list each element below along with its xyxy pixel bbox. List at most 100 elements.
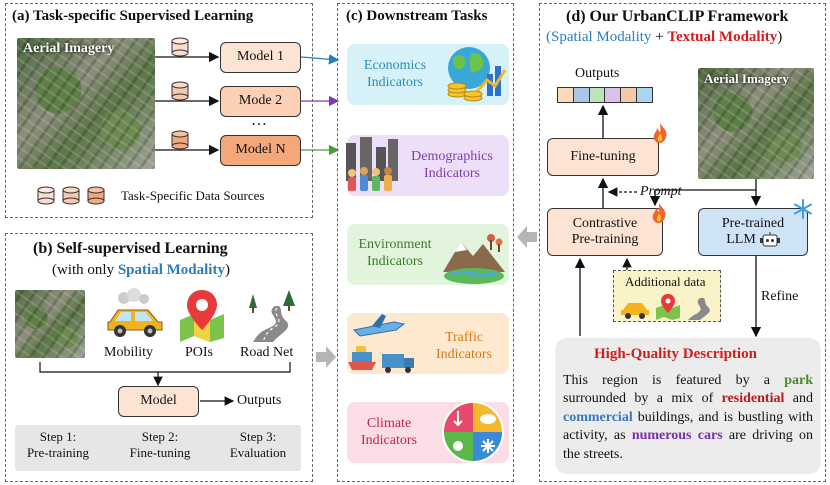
panel-a-aerial-label: Aerial Imagery: [23, 41, 115, 56]
economy-globe-icon: [447, 47, 507, 102]
source-roadnet-label: Road Net: [240, 345, 294, 360]
models-ellipsis: …: [251, 112, 267, 129]
additional-data-label: Additional data: [625, 274, 706, 289]
panel-b-subtitle-prefix: (with only: [52, 262, 118, 278]
source-mobility-label: Mobility: [104, 345, 154, 360]
panel-d-outputs-label: Outputs: [575, 66, 620, 81]
prompt-label: Prompt: [640, 184, 682, 199]
snowflake-icon: [793, 199, 813, 224]
model-n-label: Model N: [235, 142, 286, 158]
desc-word-cars: numerous cars: [631, 428, 723, 444]
panel-d-subtitle: (Spatial Modality + Textual Modality): [546, 29, 782, 46]
step-2-number: Step 2:: [141, 429, 179, 444]
task-economics-line2: Indicators: [367, 74, 423, 90]
arrow-d-to-c: [517, 226, 537, 248]
step-2-label: Fine-tuning: [129, 444, 191, 460]
panel-b-subtitle-suffix: ): [224, 262, 230, 278]
mountain-icon: [443, 234, 505, 284]
description-title: High-Quality Description: [594, 346, 757, 362]
panel-a: [5, 3, 313, 218]
task-climate-line1: Climate: [366, 416, 412, 431]
panel-b-outputs-label: Outputs: [237, 393, 282, 408]
panel-b: [5, 233, 313, 482]
contrastive-line1: Contrastive: [572, 215, 638, 231]
transport-icon: [348, 314, 414, 373]
step-3: Step 3: Evaluation: [218, 429, 298, 460]
desc-word-park: park: [784, 373, 813, 388]
output-cell-1: [558, 88, 574, 102]
model-n-box: Model N: [220, 135, 301, 166]
llm-line1: Pre-trained: [721, 215, 785, 231]
panel-a-title: (a) Task-specific Supervised Learning: [12, 8, 254, 24]
description-box: [555, 338, 821, 474]
fine-tuning-label: Fine-tuning: [570, 148, 636, 164]
arrow-aerial-to-pretrain: [649, 179, 757, 207]
output-cell-6: [637, 88, 652, 102]
panel-d: [539, 3, 826, 482]
task-environment-line2: Indicators: [367, 253, 423, 269]
legend-cylinder-3: [87, 186, 105, 205]
legend-cylinder-2: [62, 186, 80, 205]
task-environment-line1: Environment: [358, 237, 432, 252]
map-pin-icon: [180, 290, 224, 342]
task-climate-line2: Indicators: [361, 432, 417, 448]
road-icon: [249, 290, 295, 342]
pretrained-llm-box: Pre-trained LLM: [698, 208, 808, 256]
panel-b-model-label: Model: [140, 393, 177, 409]
contrastive-line2: Pre-training: [571, 232, 639, 247]
desc-text-2: surrounded by a mix of: [563, 391, 722, 407]
panel-b-subtitle: (with only Spatial Modality): [52, 262, 230, 279]
step-1: Step 1: Pre-training: [16, 429, 100, 460]
task-demographics-label: Demographics Indicators: [398, 149, 506, 183]
data-source-cylinder-1: [171, 37, 189, 57]
llm-line2-wrap: LLM: [726, 232, 780, 248]
task-demographics-line2: Indicators: [424, 165, 480, 181]
fire-icon-pretrain: [650, 202, 668, 229]
panel-d-subtitle-open: (: [546, 29, 551, 45]
step-3-number: Step 3:: [239, 429, 277, 444]
source-pois-label: POIs: [185, 345, 214, 360]
additional-data-icons: [621, 294, 710, 320]
legend-cylinder-1: [37, 186, 55, 205]
model-1-box: Model 1: [220, 42, 301, 73]
refine-label: Refine: [761, 289, 799, 304]
arrow-model1-economics: [300, 54, 340, 65]
people-icon: [346, 137, 398, 191]
task-environment-label: Environment Indicators: [349, 237, 441, 271]
step-1-number: Step 1:: [39, 429, 77, 444]
panel-a-aerial-image: Aerial Imagery: [17, 38, 155, 169]
task-demographics-line1: Demographics: [411, 149, 493, 164]
task-traffic-line2: Indicators: [436, 346, 492, 362]
output-cell-4: [605, 88, 622, 102]
output-cell-2: [573, 88, 590, 102]
data-source-cylinder-2: [171, 81, 189, 101]
desc-word-commercial: commercial: [563, 409, 633, 425]
panel-b-model-box: Model: [118, 386, 199, 417]
spatial-modality-label: Spatial Modality: [551, 29, 652, 45]
step-2: Step 2: Fine-tuning: [120, 429, 200, 460]
panel-d-aerial-label: Aerial Imagery: [704, 71, 789, 86]
panel-c-title: (c) Downstream Tasks: [346, 8, 488, 24]
contrastive-pretraining-box: Contrastive Pre-training: [547, 208, 663, 256]
mini-pin-icon: [656, 294, 680, 320]
step-3-label: Evaluation: [229, 444, 287, 460]
panel-a-connectors: [37, 37, 340, 205]
model-1-label: Model 1: [236, 49, 285, 65]
panel-d-aerial-image: Aerial Imagery: [698, 68, 814, 179]
weather-icon: [442, 401, 504, 463]
fire-icon-finetune: [651, 122, 669, 149]
task-climate-label: Climate Indicators: [349, 416, 429, 450]
mini-road-icon: [688, 298, 710, 320]
arrow-b-to-c: [316, 346, 336, 368]
model-2-label: Mode 2: [238, 93, 283, 109]
panel-d-plus: +: [651, 29, 668, 45]
textual-modality-label: Textual Modality: [667, 29, 778, 45]
desc-text-1: This region is featured by a: [563, 373, 785, 388]
mini-car-icon: [621, 303, 649, 319]
task-economics-label: Economics Indicators: [351, 58, 439, 92]
data-source-cylinder-3: [171, 130, 189, 150]
output-cell-3: [589, 88, 606, 102]
panel-b-title: (b) Self-supervised Learning: [33, 240, 228, 257]
description-text: This region is featured by a park surrou…: [563, 372, 813, 464]
